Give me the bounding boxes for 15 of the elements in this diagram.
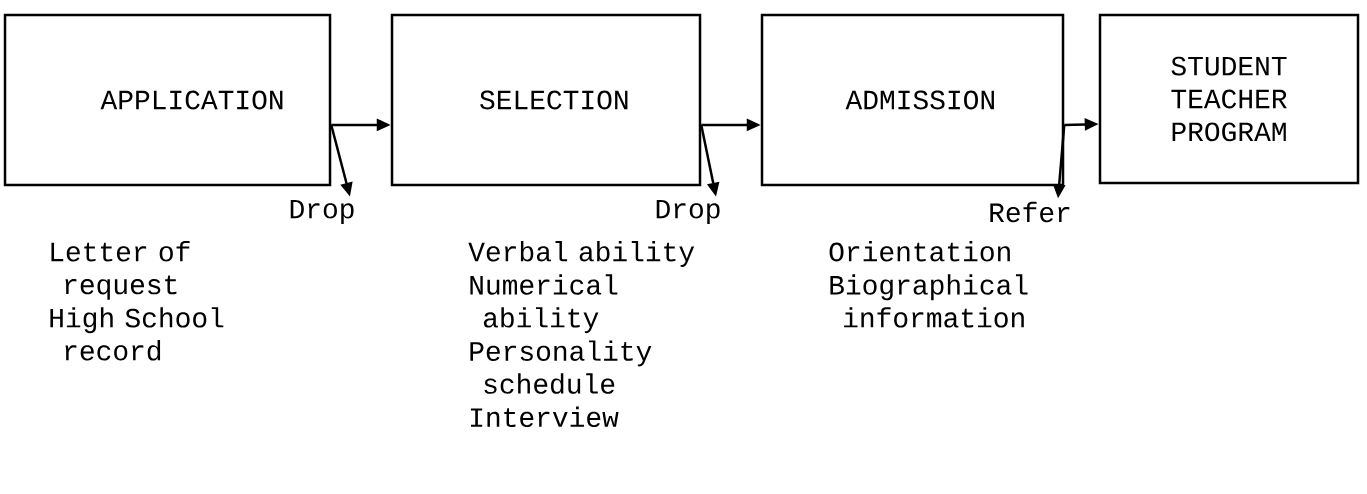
outcome-label: Drop bbox=[290, 199, 354, 225]
process-box: APPLICATION bbox=[3, 13, 332, 187]
criterion-text: Biographical information bbox=[830, 274, 1028, 328]
criterion-text: Verbal ability bbox=[468, 241, 695, 267]
process-box: ADMISSION bbox=[760, 13, 1065, 187]
criterion-text: Letter of request bbox=[51, 241, 190, 300]
criterion-text: Personality schedule bbox=[470, 340, 652, 394]
criterion-text: Interview bbox=[470, 406, 619, 428]
process-box: STUDENT TEACHER PROGRAM bbox=[1098, 13, 1360, 185]
criterion-text: High School record bbox=[50, 307, 224, 361]
outcome-label: Refer bbox=[990, 201, 1070, 223]
criterion-text: Numerical ability bbox=[470, 274, 618, 334]
process-box: SELECTION bbox=[390, 13, 702, 187]
outcome-label: Drop bbox=[656, 199, 720, 225]
criterion-text: Orientation bbox=[829, 241, 1010, 262]
